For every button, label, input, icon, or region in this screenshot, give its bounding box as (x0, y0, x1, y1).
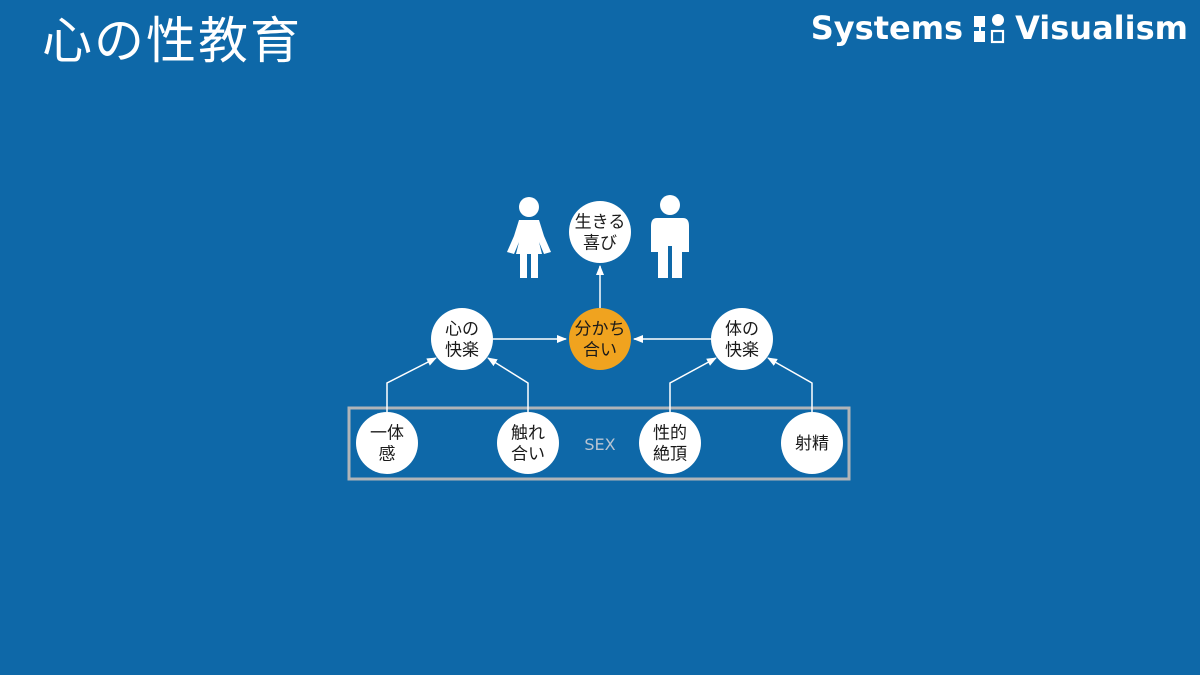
node-label: 体の (725, 320, 759, 340)
brand-name-left: Systems (810, 9, 964, 47)
node-unity: 一体感 (356, 412, 418, 474)
node-label: 感 (379, 445, 396, 465)
node-circle (711, 308, 773, 370)
node-label: 触れ (511, 424, 545, 444)
edge-touch-to-mind_pleasure (487, 357, 529, 412)
edge-ejaculation-to-body_pleasure (767, 357, 813, 412)
edge-unity-to-mind_pleasure (386, 357, 437, 412)
brand-logo: Systems Visualism (811, 8, 1188, 48)
woman-icon (507, 197, 551, 278)
page-title: 心の性教育 (42, 12, 302, 70)
node-label: 一体 (370, 424, 404, 444)
node-label: 合い (511, 445, 545, 465)
node-circle (497, 412, 559, 474)
brand-name-right: Visualism (1015, 9, 1188, 47)
node-circle (569, 201, 631, 263)
node-ejaculation: 射精 (781, 412, 843, 474)
node-label: 分かち (575, 320, 626, 340)
node-circle (431, 308, 493, 370)
node-label: 絶頂 (653, 445, 687, 465)
sex-frame (347, 406, 851, 481)
node-circle (781, 412, 843, 474)
node-circle (639, 412, 701, 474)
node-label: 快楽 (445, 341, 479, 361)
man-icon (651, 195, 689, 278)
node-label: 性的 (653, 424, 687, 444)
node-circle (569, 308, 631, 370)
sex-frame-label: SEX (584, 435, 615, 454)
edge-climax-to-body_pleasure (669, 357, 717, 412)
node-label: 喜び (583, 234, 617, 254)
node-label: 射精 (795, 434, 829, 454)
node-circle (356, 412, 418, 474)
node-label: 生きる (575, 213, 626, 233)
flow-logo-icon (974, 14, 1005, 44)
node-label: 快楽 (725, 341, 759, 361)
node-label: 合い (583, 341, 617, 361)
node-label: 心の (445, 320, 479, 340)
